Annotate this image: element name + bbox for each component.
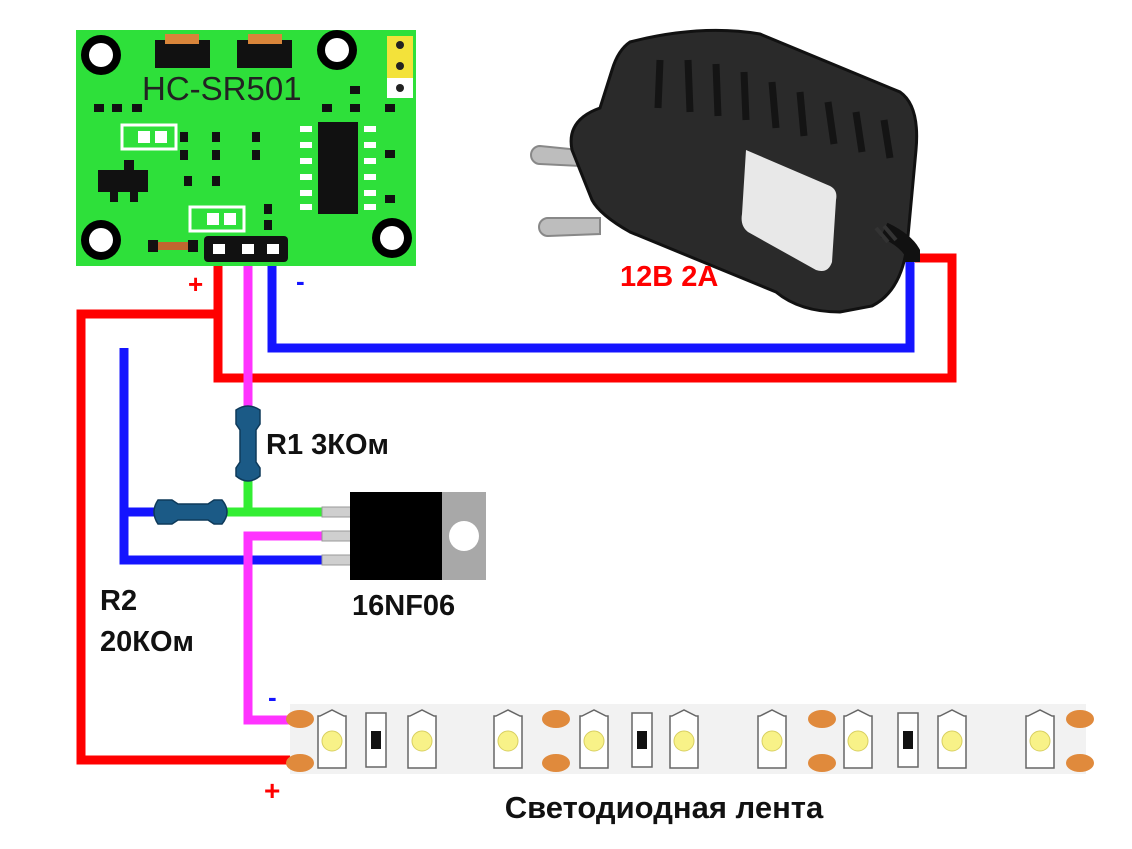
strip-components xyxy=(286,709,1094,772)
solder-pad xyxy=(286,710,314,728)
led-strip: - + Светодиодная лента xyxy=(264,682,1094,825)
solder-pad xyxy=(1066,754,1094,772)
strip-minus-label: - xyxy=(268,682,277,712)
adapter-label-plate xyxy=(741,150,837,271)
led-emitter xyxy=(1029,730,1051,752)
led-emitter xyxy=(847,730,869,752)
adapter-cable xyxy=(874,222,920,262)
sensor-smd-parts xyxy=(94,86,395,230)
r2-label-line2: 20КОм xyxy=(100,626,194,658)
strip-resistor-mark xyxy=(903,731,913,749)
strip-resistor-mark xyxy=(371,731,381,749)
drain-wire-to-strip xyxy=(243,531,330,725)
led-emitter xyxy=(497,730,519,752)
led-emitter xyxy=(411,730,433,752)
sensor-pin-plus: + xyxy=(188,269,203,299)
power-adapter: 12В 2А xyxy=(530,28,920,314)
solder-pad xyxy=(1066,710,1094,728)
solder-pad xyxy=(808,754,836,772)
sensor-board-resistor xyxy=(148,240,198,252)
strip-resistor-mark xyxy=(637,731,647,749)
mosfet-legs xyxy=(321,506,353,566)
adapter-label: 12В 2А xyxy=(620,261,718,293)
solder-pad xyxy=(542,754,570,772)
strip-plus-label: + xyxy=(264,775,280,806)
mosfet-mount-hole xyxy=(449,521,479,551)
negative-wire-to-source xyxy=(119,348,330,565)
pir-sensor-board: HC-SR501 xyxy=(76,30,416,299)
resistor-r2: R2 20КОм xyxy=(100,499,228,658)
positive-wire-to-adapter xyxy=(213,248,957,383)
led-emitter xyxy=(673,730,695,752)
r2-body xyxy=(153,499,228,525)
r2-label-line1: R2 xyxy=(100,585,137,617)
strip-label: Светодиодная лента xyxy=(505,790,824,825)
mosfet-transistor: 16NF06 xyxy=(321,492,486,622)
r1-label: R1 3КОм xyxy=(266,429,389,461)
sensor-jumper-pads xyxy=(120,123,246,233)
mounting-holes xyxy=(81,30,412,260)
mode-jumper xyxy=(387,36,413,98)
r1-body xyxy=(235,405,261,482)
led-emitter xyxy=(321,730,343,752)
wires xyxy=(76,248,957,765)
gate-wire xyxy=(243,478,330,517)
solder-pad xyxy=(808,710,836,728)
led-emitter xyxy=(761,730,783,752)
mosfet-label: 16NF06 xyxy=(352,590,455,622)
solder-pad xyxy=(286,754,314,772)
led-emitter xyxy=(583,730,605,752)
sensor-label: HC-SR501 xyxy=(142,70,302,107)
resistor-r1: R1 3КОм xyxy=(235,405,389,482)
positive-wire-to-strip xyxy=(76,309,292,765)
negative-wire-to-adapter xyxy=(267,248,915,353)
sensor-ic-chip xyxy=(300,122,376,214)
adapter-prongs xyxy=(530,144,601,238)
sensor-pin-minus: - xyxy=(296,266,305,296)
sensor-pin-header xyxy=(204,236,288,262)
trimmer-pots xyxy=(155,34,292,68)
solder-pad xyxy=(542,710,570,728)
mosfet-body xyxy=(350,492,442,580)
adapter-ribs xyxy=(654,59,894,159)
led-emitter xyxy=(941,730,963,752)
